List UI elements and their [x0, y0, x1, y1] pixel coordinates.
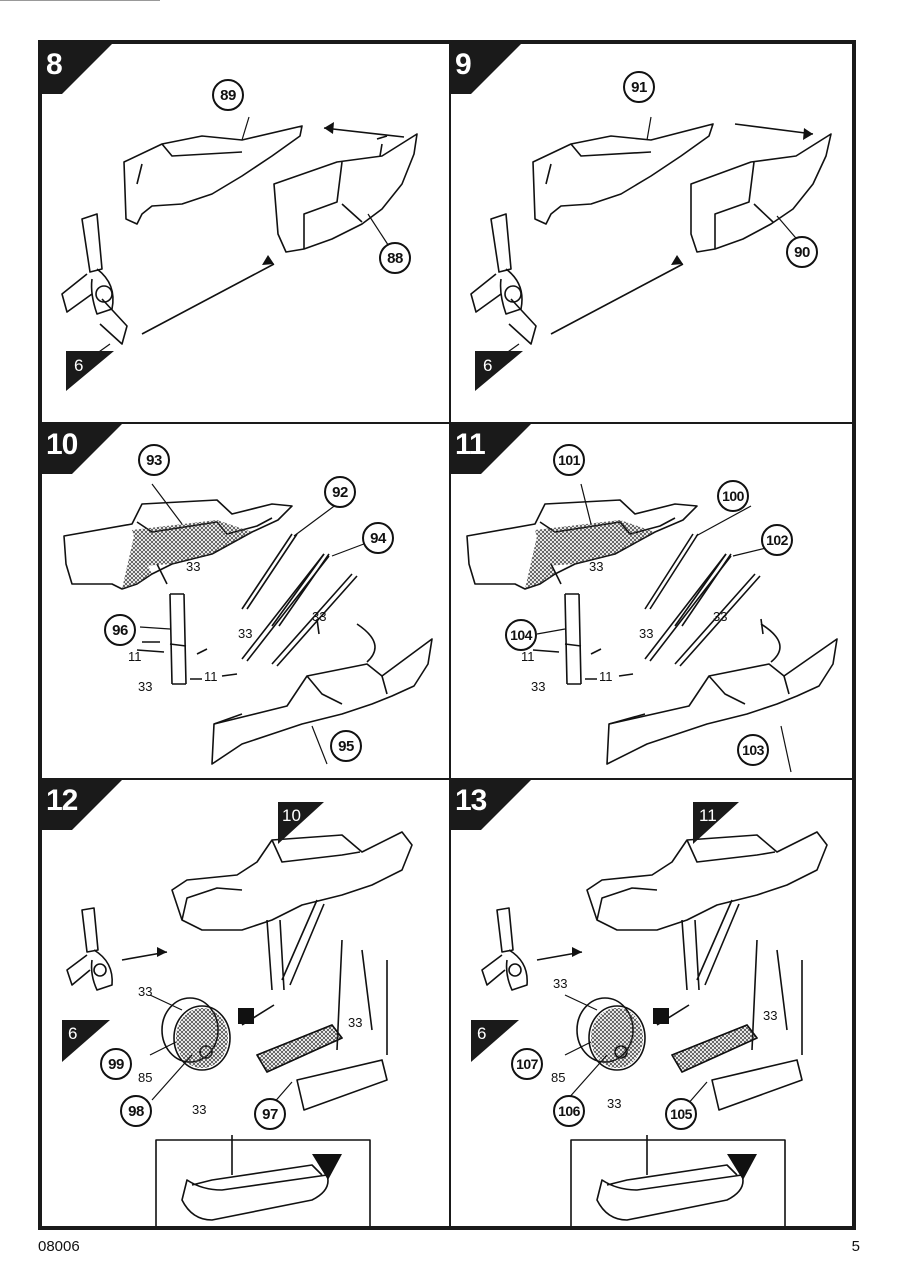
step-12-ref-triangle [62, 1020, 110, 1062]
step-11-callout-104: 104 [505, 619, 537, 651]
step-11-label-33-b: 33 [639, 626, 654, 641]
catalog-number: 08006 [38, 1238, 80, 1255]
step-8-ref-triangle [66, 351, 114, 391]
step-12-label-33-a: 33 [138, 984, 153, 999]
step-10-number: 10 [46, 428, 78, 461]
step-10-callout-95: 95 [330, 730, 362, 762]
step-9-callout-90: 90 [786, 236, 818, 268]
step-10-callout-94: 94 [362, 522, 394, 554]
step-11-label-33-c: 33 [713, 609, 728, 624]
step-13-panel: 13 6 11 107 106 105 33 85 33 33 [450, 779, 853, 1227]
step-9-callout-91: 91 [623, 71, 655, 103]
step-10-label-11-b: 11 [204, 669, 218, 684]
step-8-callout-88: 88 [379, 242, 411, 274]
step-9-number: 9 [455, 48, 472, 81]
step-13-label-33-a: 33 [553, 976, 568, 991]
step-10-label-33-c: 33 [312, 609, 327, 624]
step-13-number: 13 [455, 784, 487, 817]
step-10-callout-93: 93 [138, 444, 170, 476]
step-12-callout-99: 99 [100, 1048, 132, 1080]
step-8-panel: 8 6 89 88 [41, 43, 450, 423]
step-12-ref-label: 6 [68, 1024, 78, 1043]
step-13-label-33-b: 33 [607, 1096, 622, 1111]
step-8-drawing [61, 116, 418, 365]
step-11-panel: 11 101 100 102 104 103 33 33 33 11 11 33 [450, 423, 853, 779]
step-10-callout-96: 96 [104, 614, 136, 646]
step-11-label-33-d: 33 [531, 679, 546, 694]
step-13-ref-label: 6 [477, 1024, 487, 1043]
step-8-ref-label: 6 [74, 356, 84, 375]
instruction-grid: 8 6 89 88 [38, 40, 856, 1230]
step-9-drawing [470, 116, 832, 365]
step-9-ref-label: 6 [483, 356, 493, 375]
step-10-drawing [63, 483, 433, 765]
step-10-label-11-a: 11 [128, 649, 142, 664]
step-10-panel: 10 93 92 94 96 95 33 33 33 11 11 33 [41, 423, 450, 779]
step-12-ref-top-label: 10 [282, 806, 301, 825]
step-11-drawing [466, 483, 838, 773]
step-11-label-11-b: 11 [599, 669, 613, 684]
step-11-label-11-a: 11 [521, 649, 535, 664]
step-12-callout-97: 97 [254, 1098, 286, 1130]
step-8-callout-89: 89 [212, 79, 244, 111]
step-10-label-33-d: 33 [138, 679, 153, 694]
step-13-callout-105: 105 [665, 1098, 697, 1130]
step-10-label-33-a: 33 [186, 559, 201, 574]
step-13-callout-107: 107 [511, 1048, 543, 1080]
step-11-number: 11 [455, 428, 486, 461]
step-13-label-33-c: 33 [763, 1008, 778, 1023]
step-12-label-85: 85 [138, 1070, 153, 1085]
page-number: 5 [851, 1238, 860, 1255]
step-11-callout-102: 102 [761, 524, 793, 556]
step-11-callout-103: 103 [737, 734, 769, 766]
step-11-callout-100: 100 [717, 480, 749, 512]
scan-edge-line [0, 0, 160, 1]
step-8-number: 8 [46, 48, 63, 81]
step-11-label-33-a: 33 [589, 559, 604, 574]
step-12-number: 12 [46, 784, 78, 817]
step-9-panel: 9 6 91 90 [450, 43, 853, 423]
step-12-label-33-b: 33 [192, 1102, 207, 1117]
step-10-label-33-b: 33 [238, 626, 253, 641]
step-13-ref-top-triangle [693, 802, 739, 844]
step-10-callout-92: 92 [324, 476, 356, 508]
step-13-label-85: 85 [551, 1070, 566, 1085]
step-13-callout-106: 106 [553, 1095, 585, 1127]
step-12-ref-top-triangle [278, 802, 324, 844]
step-13-drawing [481, 831, 828, 1226]
step-12-panel: 12 6 10 99 98 97 33 85 33 33 [41, 779, 450, 1227]
step-11-callout-101: 101 [553, 444, 585, 476]
step-13-ref-triangle [471, 1020, 519, 1062]
step-9-ref-triangle [475, 351, 523, 391]
step-13-ref-top-label: 11 [699, 806, 717, 825]
step-12-callout-98: 98 [120, 1095, 152, 1127]
step-12-label-33-c: 33 [348, 1015, 363, 1030]
step-12-drawing [66, 831, 413, 1226]
